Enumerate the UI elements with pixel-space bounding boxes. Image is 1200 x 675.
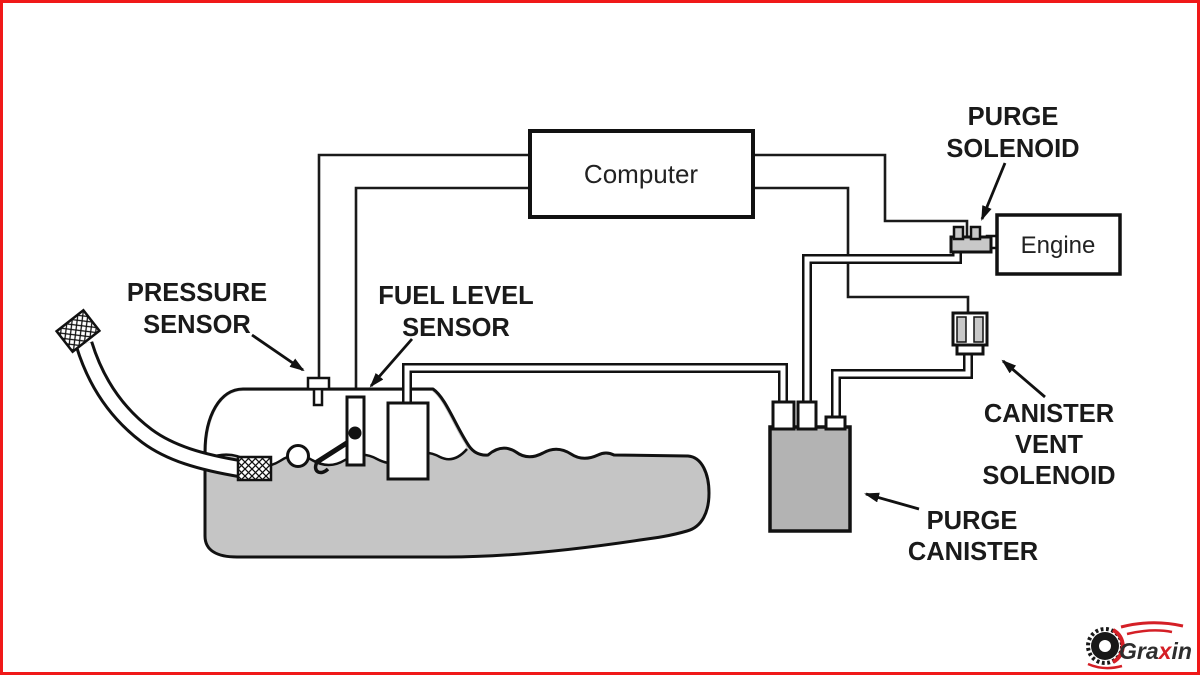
filler-neck-screen (236, 455, 273, 482)
filler-hose (54, 308, 273, 482)
svg-text:CANISTER: CANISTER (908, 538, 1038, 566)
svg-text:SOLENOID: SOLENOID (946, 135, 1079, 163)
sensor-stub (312, 387, 324, 407)
tire-hub (1099, 640, 1111, 652)
svg-text:PURGE: PURGE (968, 103, 1059, 131)
wire-purge-solenoid (753, 153, 969, 239)
canister-nipple-right (824, 415, 847, 431)
pressure-sensor (306, 376, 331, 407)
svg-text:CANISTER: CANISTER (984, 400, 1114, 428)
leader-arrow (864, 492, 920, 511)
wire-fuel-level-sensor (354, 186, 530, 400)
tube-canister-to-purge-solenoid (802, 244, 962, 412)
computer-box-label: Computer (584, 159, 698, 189)
label-purge-canister: PURGE CANISTER (864, 492, 1038, 566)
wire-canister-vent-solenoid (753, 186, 970, 317)
logo-speed-line-2 (1126, 629, 1173, 636)
computer-box: Computer (528, 129, 755, 219)
svg-text:SOLENOID: SOLENOID (982, 462, 1115, 490)
logo-red-crescent (1111, 628, 1125, 664)
leader-arrow (980, 162, 1007, 221)
canister-nipple-middle (796, 400, 818, 431)
leader-arrow (1001, 359, 1046, 399)
canister-vent-solenoid-component (951, 311, 989, 356)
fuel-pump (386, 401, 430, 481)
fuel-cap (54, 308, 102, 354)
label-fuel-level-sensor: FUEL LEVEL SENSOR (369, 282, 534, 388)
float (286, 444, 310, 468)
svg-text:SENSOR: SENSOR (143, 311, 251, 339)
label-pressure-sensor: PRESSURE SENSOR (127, 279, 305, 372)
logo-wordmark: Graxin (1119, 638, 1192, 664)
canister-nipple-left (771, 400, 796, 431)
purge-canister-component (768, 400, 852, 533)
label-purge-solenoid: PURGE SOLENOID (946, 103, 1080, 221)
fuel-level-sensor (286, 395, 366, 475)
svg-text:PRESSURE: PRESSURE (127, 279, 267, 307)
tube-canister-to-vent-solenoid (831, 348, 973, 422)
purge-solenoid-component (949, 225, 993, 254)
svg-text:FUEL LEVEL: FUEL LEVEL (378, 282, 533, 310)
sensor-cap (306, 376, 331, 391)
label-canister-vent-solenoid: CANISTER VENT SOLENOID (982, 359, 1116, 490)
tube-tank-to-canister (402, 363, 788, 412)
leader-arrow (251, 333, 305, 372)
engine-box-label: Engine (1021, 232, 1096, 259)
logo-speed-line-3 (1087, 662, 1123, 670)
svg-text:SENSOR: SENSOR (402, 314, 510, 342)
svg-text:VENT: VENT (1015, 431, 1083, 459)
sensor-pivot (348, 426, 362, 440)
svg-text:PURGE: PURGE (927, 507, 1018, 535)
wire-pressure-sensor (317, 153, 530, 381)
float-arm-hook (313, 461, 330, 475)
logo-speed-line-1 (1120, 621, 1184, 629)
graxin-logo: Graxin (1086, 621, 1192, 670)
fuel-tank (203, 387, 711, 559)
leader-arrow (369, 338, 414, 388)
engine-box: Engine (995, 213, 1122, 276)
computer-wires (317, 153, 970, 400)
